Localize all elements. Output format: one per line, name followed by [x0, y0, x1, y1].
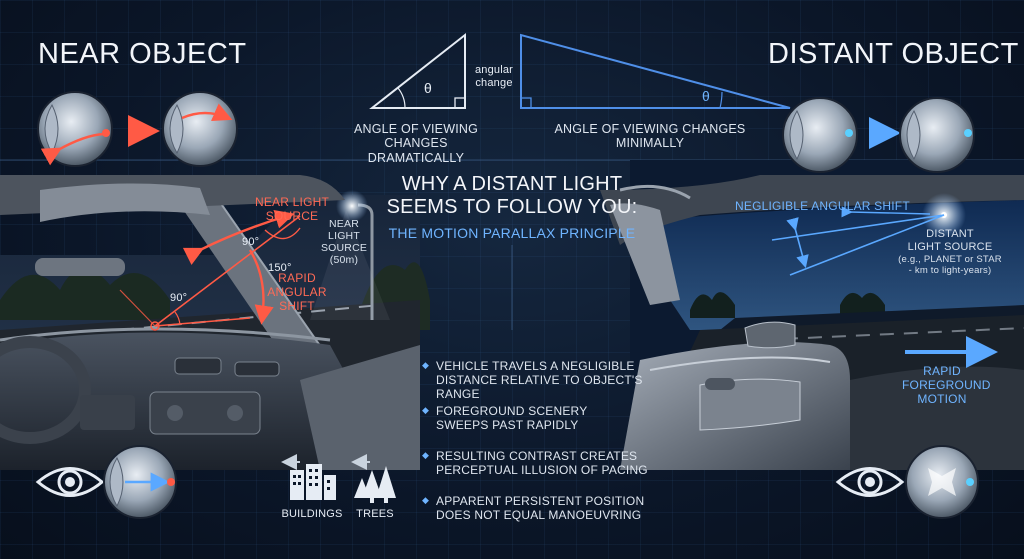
near-eye-2-icon [162, 91, 238, 167]
buildings-icon [281, 454, 336, 500]
distant-angle-diagram [771, 206, 945, 276]
near-angle-caption: ANGLE OF VIEWING CHANGES DRAMATICALLY [353, 122, 479, 165]
distant-object-title: DISTANT OBJECT [768, 38, 1019, 70]
near-outline-eye-icon [35, 467, 105, 497]
main-subheading: THE MOTION PARALLAX PRINCIPLE [388, 225, 636, 241]
near-triangle [369, 32, 466, 109]
bullet-4: APPARENT PERSISTENT POSITION DOES NOT EQ… [422, 494, 666, 523]
distant-light-source-detail: (e.g., PLANET or STAR - km to light-year… [898, 254, 1002, 276]
rapid-angular-shift-label: RAPID ANGULAR SHIFT [267, 271, 327, 313]
distant-light-source-label: DISTANT LIGHT SOURCE [907, 228, 993, 253]
distant-eye-1-icon [782, 97, 858, 173]
main-heading: WHY A DISTANT LIGHT SEEMS TO FOLLOW YOU: [386, 173, 638, 218]
near-theta-label: θ [424, 80, 432, 96]
rapid-foreground-motion-label: RAPID FOREGROUND MOTION [902, 364, 991, 406]
distant-outline-eye-icon [835, 467, 905, 497]
distant-theta-label: θ [702, 88, 710, 104]
negligible-angular-shift-label: NEGLIGIBLE ANGULAR SHIFT [735, 199, 910, 213]
distant-eye-bottom-icon [905, 445, 979, 519]
angle-150-label: 150° [268, 262, 292, 274]
near-eye-1-icon [37, 91, 113, 167]
near-angle-diagram [119, 209, 301, 331]
near-light-source-label: NEAR LIGHT SOURCE [254, 195, 329, 223]
near-eye-bottom-icon [103, 445, 177, 519]
angle-90-top-label: 90° [242, 236, 260, 248]
angular-change-label: angular change [474, 64, 514, 89]
near-object-title: NEAR OBJECT [38, 38, 247, 70]
distant-angle-caption: ANGLE OF VIEWING CHANGES MINIMALLY [554, 122, 746, 151]
angle-90-left-label: 90° [170, 292, 188, 304]
buildings-label: BUILDINGS [281, 508, 343, 520]
distant-triangle [520, 33, 791, 109]
right-car-scene [600, 160, 1024, 470]
trees-label: TREES [356, 508, 394, 520]
bullet-3: RESULTING CONTRAST CREATES PERCEPTUAL IL… [422, 449, 666, 478]
distant-eye-2-icon [899, 97, 975, 173]
trees-icon [351, 454, 396, 503]
bullet-1: VEHICLE TRAVELS A NEGLIGIBLE DISTANCE RE… [422, 359, 666, 401]
bullet-2: FOREGROUND SCENERY SWEEPS PAST RAPIDLY [422, 404, 666, 433]
near-light-source-50m-label: NEAR LIGHT SOURCE (50m) [320, 218, 368, 267]
